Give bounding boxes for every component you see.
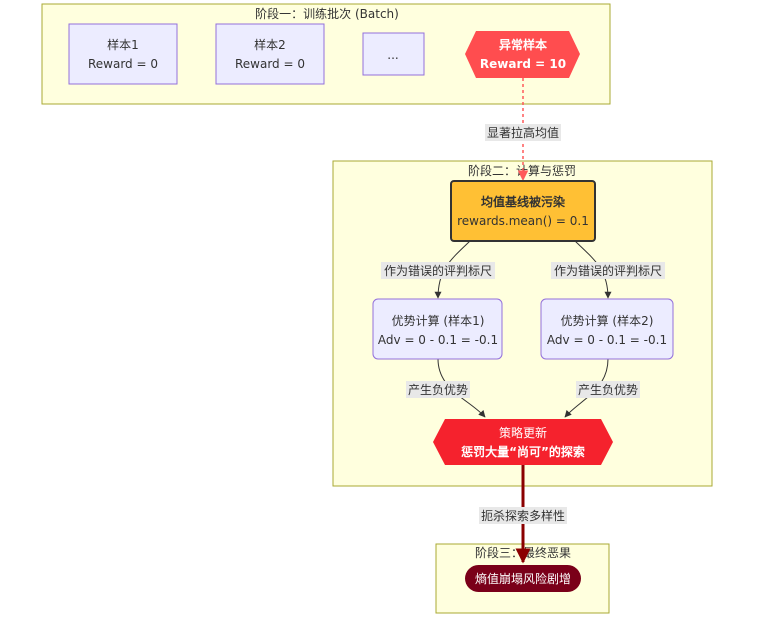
node-sample1: 样本1 Reward = 0 [68, 23, 178, 85]
sample2-reward: Reward = 0 [235, 57, 305, 71]
baseline-title: 均值基线被污染 [481, 194, 566, 209]
edge-label-ruler-2: 作为错误的评判标尺 [554, 263, 662, 278]
stage2-title: 阶段二：计算与惩罚 [468, 163, 576, 178]
update-title: 策略更新 [499, 425, 547, 440]
adv2-formula: Adv = 0 - 0.1 = -0.1 [547, 333, 667, 347]
node-baseline: 均值基线被污染 rewards.mean() = 0.1 [450, 180, 596, 242]
outcome-text: 熵值崩塌风险剧增 [475, 571, 571, 586]
edge-label-neg-2: 产生负优势 [578, 383, 638, 397]
stage1-title: 阶段一：训练批次 (Batch) [255, 6, 399, 21]
edge-label-ruler-1: 作为错误的评判标尺 [384, 263, 492, 278]
edge-label-raise: 显著拉高均值 [487, 125, 559, 140]
sample1-title: 样本1 [107, 37, 139, 52]
node-outcome: 熵值崩塌风险剧增 [465, 565, 581, 592]
adv2-title: 优势计算 (样本2) [561, 313, 654, 328]
node-ellipsis: ... [362, 32, 425, 76]
node-adv2: 优势计算 (样本2) Adv = 0 - 0.1 = -0.1 [540, 298, 674, 360]
baseline-formula: rewards.mean() = 0.1 [457, 214, 589, 228]
node-adv1: 优势计算 (样本1) Adv = 0 - 0.1 = -0.1 [372, 298, 503, 360]
update-desc: 惩罚大量“尚可”的探索 [461, 444, 585, 459]
ellipsis-text: ... [387, 48, 398, 62]
adv1-formula: Adv = 0 - 0.1 = -0.1 [378, 333, 498, 347]
edge-label-kill: 扼杀探索多样性 [481, 508, 565, 523]
node-policy-update: 策略更新 惩罚大量“尚可”的探索 [433, 419, 613, 465]
sample1-reward: Reward = 0 [88, 57, 158, 71]
edge-label-neg-1: 产生负优势 [408, 383, 468, 397]
sample2-title: 样本2 [254, 37, 286, 52]
anomaly-reward: Reward = 10 [480, 57, 566, 71]
node-sample2: 样本2 Reward = 0 [215, 23, 325, 85]
anomaly-title: 异常样本 [499, 37, 547, 52]
adv1-title: 优势计算 (样本1) [392, 313, 485, 328]
node-anomaly: 异常样本 Reward = 10 [465, 31, 580, 78]
